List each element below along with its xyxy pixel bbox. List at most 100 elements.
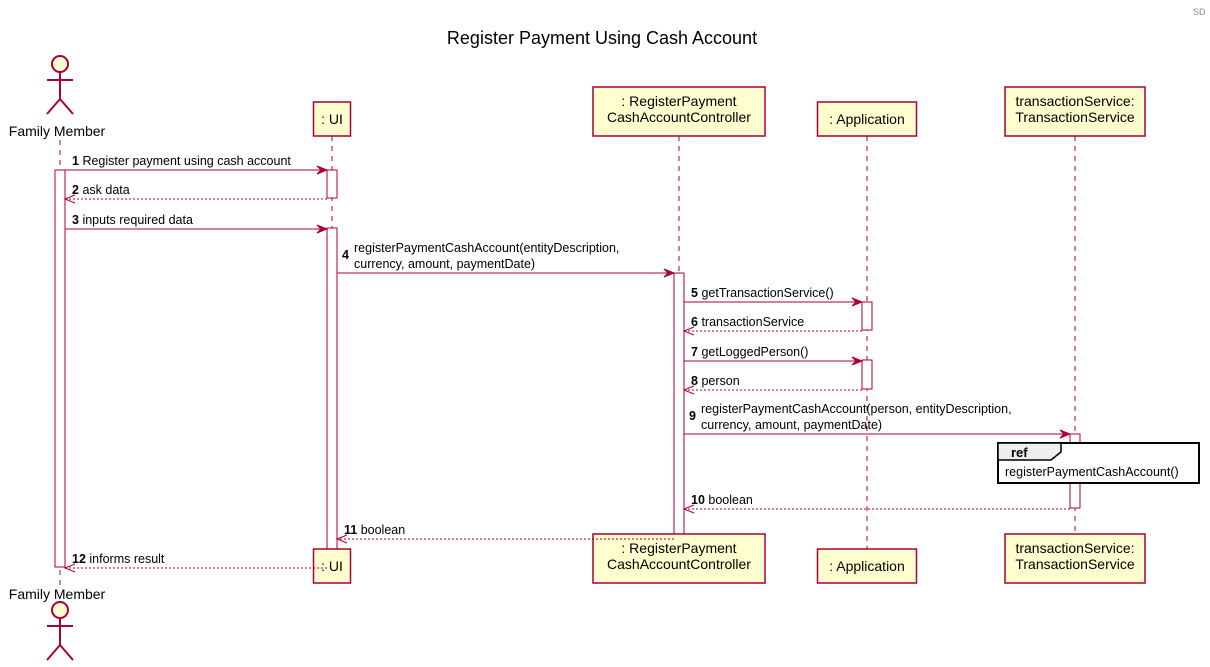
participant-ui-bottom: : UI (312, 548, 352, 584)
ref-fragment: ref registerPaymentCashAccount() (997, 442, 1200, 484)
message-6: 6 transactionService (682, 315, 862, 336)
ref-tag: ref (1011, 445, 1028, 460)
message-9: 9 registerPaymentCashAccount(person, ent… (684, 402, 1072, 439)
message-label: 8 person (691, 374, 740, 388)
actor-family-member-top: Family Member (9, 55, 106, 139)
message-arrowhead (851, 356, 864, 366)
participant-box (1004, 86, 1146, 137)
actor-family-member-bottom: Family Member (9, 586, 106, 661)
message-arrowhead (851, 297, 864, 307)
participant-box (816, 101, 918, 137)
message-4: 4 registerPaymentCashAccount(entityDescr… (337, 241, 676, 278)
actor-body (46, 618, 74, 661)
participant-box (592, 86, 766, 137)
message-arrowhead (63, 194, 76, 204)
message-number: 12 (72, 552, 89, 566)
activation-bar-controller (673, 272, 685, 539)
message-number: 4 (342, 248, 352, 262)
message-text: registerPaymentCashAccount(person, entit… (701, 402, 1012, 416)
activation-bar-family-member (54, 169, 66, 568)
message-text: currency, amount, paymentDate) (701, 418, 882, 432)
participant-label: : Application (829, 111, 905, 127)
diagram-title: Register Payment Using Cash Account (447, 28, 757, 48)
message-text: inputs required data (82, 213, 193, 227)
message-text: boolean (708, 493, 753, 507)
message-arrowhead (316, 224, 329, 234)
participant-application-bottom: : Application (816, 548, 918, 584)
message-7: 7 getLoggedPerson() (684, 345, 864, 366)
participant-label: TransactionService (1015, 109, 1135, 125)
participant-label: : UI (321, 558, 343, 574)
participant-box (816, 548, 918, 584)
participant-label: CashAccountController (607, 556, 751, 572)
participant-label: : RegisterPayment (621, 540, 736, 556)
message-text: getTransactionService() (701, 286, 833, 300)
message-arrowhead (682, 385, 695, 395)
actor-head (51, 55, 69, 73)
message-number: 10 (691, 493, 708, 507)
message-label: 10 boolean (691, 493, 753, 507)
actor-label: Family Member (9, 586, 106, 602)
activation-bar-ui (326, 169, 338, 199)
actor-head (51, 601, 69, 619)
activation-bar-application (861, 359, 873, 390)
message-arrowhead (682, 326, 695, 336)
participant-ui-top: : UI (312, 101, 352, 137)
message-number: 2 (72, 183, 82, 197)
message-text: boolean (361, 523, 406, 537)
message-label: 4 registerPaymentCashAccount(entityDescr… (342, 241, 619, 271)
participant-transaction-service-bottom: transactionService:TransactionService (1004, 533, 1146, 584)
message-text: registerPaymentCashAccount(entityDescrip… (354, 241, 619, 255)
message-number: 9 (689, 409, 699, 423)
ref-text: registerPaymentCashAccount() (1005, 465, 1179, 479)
participant-box (312, 548, 352, 584)
participant-application-top: : Application (816, 101, 918, 137)
message-number: 7 (691, 345, 701, 359)
participant-transaction-service-top: transactionService:TransactionService (1004, 86, 1146, 137)
message-number: 1 (72, 154, 82, 168)
activation-bars (54, 169, 1081, 569)
participant-label: : UI (321, 111, 343, 127)
participant-label: CashAccountController (607, 109, 751, 125)
message-text: Register payment using cash account (82, 154, 291, 168)
message-number: 6 (691, 315, 701, 329)
message-3: 3 inputs required data (65, 213, 329, 234)
messages: 1 Register payment using cash account 2 a… (63, 154, 1072, 573)
message-number: 3 (72, 213, 82, 227)
message-arrowhead (63, 563, 76, 573)
message-text: ask data (82, 183, 129, 197)
message-text: person (701, 374, 739, 388)
participant-box (592, 533, 766, 584)
message-text: getLoggedPerson() (701, 345, 808, 359)
corner-label: SD (1193, 7, 1206, 17)
message-label: 9 registerPaymentCashAccount(person, ent… (689, 402, 1012, 432)
message-text: currency, amount, paymentDate) (354, 257, 535, 271)
message-10: 10 boolean (682, 493, 1070, 514)
message-5: 5 getTransactionService() (684, 286, 864, 307)
message-11: 11 boolean (335, 523, 674, 544)
message-2: 2 ask data (63, 183, 327, 204)
message-arrowhead (316, 165, 329, 175)
lifelines (59, 136, 1076, 585)
message-text: informs result (89, 552, 165, 566)
activation-bar-ui (326, 227, 338, 569)
actor-body (46, 72, 74, 115)
participant-label: : RegisterPayment (621, 93, 736, 109)
participant-box (1004, 533, 1146, 584)
ref-tab (997, 442, 1062, 461)
message-label: 5 getTransactionService() (691, 286, 834, 300)
actor-label: Family Member (9, 123, 106, 139)
message-label: 6 transactionService (691, 315, 804, 329)
message-label: 7 getLoggedPerson() (691, 345, 808, 359)
message-text: transactionService (701, 315, 804, 329)
message-label: 12 informs result (72, 552, 165, 566)
message-arrowhead (1059, 429, 1072, 439)
message-number: 5 (691, 286, 701, 300)
message-8: 8 person (682, 374, 862, 395)
message-label: 11 boolean (344, 523, 405, 537)
message-1: 1 Register payment using cash account (65, 154, 329, 175)
